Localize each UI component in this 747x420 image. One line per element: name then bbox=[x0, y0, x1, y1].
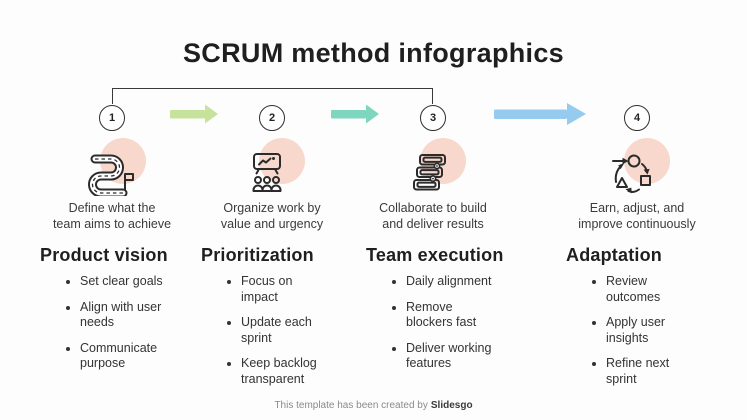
step1-to-step3-connector-line bbox=[112, 88, 433, 104]
bullet-item: Update each sprint bbox=[241, 315, 359, 346]
bullet-item: Set clear goals bbox=[80, 274, 198, 290]
step1-detail-column: Product vision Set clear goalsAlign with… bbox=[40, 245, 198, 382]
cycle-shapes-icon bbox=[612, 154, 651, 194]
bullet-item: Remove blockers fast bbox=[406, 300, 534, 331]
step4-icon-block bbox=[608, 138, 670, 196]
step3-description: Collaborate to build and deliver results bbox=[379, 201, 487, 231]
step2-detail-column: Prioritization Focus on impactUpdate eac… bbox=[201, 245, 359, 397]
step3-detail-column: Team execution Daily alignmentRemove blo… bbox=[366, 245, 534, 382]
bullet-item: Keep backlog transparent bbox=[241, 356, 359, 387]
bullet-item: Communicate purpose bbox=[80, 341, 198, 372]
arrow-right-icon bbox=[170, 103, 218, 125]
credit-brand: Slidesgo bbox=[430, 400, 473, 411]
step3-icon-block bbox=[404, 138, 466, 196]
step4-bullet-list: Review outcomesApply user insightsRefine… bbox=[566, 274, 734, 387]
bullet-item: Review outcomes bbox=[606, 274, 734, 305]
step1-icon-block bbox=[84, 138, 146, 196]
step3-heading: Team execution bbox=[366, 245, 504, 265]
step2-heading: Prioritization bbox=[201, 245, 314, 265]
winding-path-flag-icon bbox=[88, 154, 134, 196]
step1-description: Define what the team aims to achieve bbox=[52, 201, 172, 231]
bullet-item: Refine next sprint bbox=[606, 356, 734, 387]
step1-bullet-list: Set clear goalsAlign with user needsComm… bbox=[40, 274, 198, 372]
bullet-item: Deliver working features bbox=[406, 341, 534, 372]
step-number-circle-1: 1 bbox=[99, 105, 125, 131]
bullet-item: Align with user needs bbox=[80, 300, 198, 331]
step-number: 3 bbox=[429, 112, 437, 124]
presentation-audience-icon bbox=[252, 153, 282, 192]
step2-bullet-list: Focus on impactUpdate each sprintKeep ba… bbox=[201, 274, 359, 387]
arrow-right-icon bbox=[494, 101, 586, 127]
step-number: 4 bbox=[633, 112, 641, 124]
step-number-circle-3: 3 bbox=[420, 105, 446, 131]
step2-icon-block bbox=[243, 138, 305, 196]
step-number-circle-4: 4 bbox=[624, 105, 650, 131]
bullet-item: Daily alignment bbox=[406, 274, 534, 290]
bullet-item: Apply user insights bbox=[606, 315, 734, 346]
step-number-circle-2: 2 bbox=[259, 105, 285, 131]
stacked-tasks-icon bbox=[413, 154, 446, 191]
step2-description: Organize work by value and urgency bbox=[220, 201, 324, 231]
bullet-item: Focus on impact bbox=[241, 274, 359, 305]
step4-description: Earn, adjust, and improve continuously bbox=[578, 201, 696, 231]
step4-heading: Adaptation bbox=[566, 245, 662, 265]
step-number: 1 bbox=[108, 112, 116, 124]
step-number: 2 bbox=[268, 112, 276, 124]
arrow-right-icon bbox=[331, 103, 379, 125]
step1-heading: Product vision bbox=[40, 245, 168, 265]
page-title: SCRUM method infographics bbox=[182, 38, 564, 68]
step3-bullet-list: Daily alignmentRemove blockers fastDeliv… bbox=[366, 274, 534, 372]
credit-text: This template has been created by bbox=[274, 400, 428, 411]
step4-detail-column: Adaptation Review outcomesApply user ins… bbox=[566, 245, 734, 397]
